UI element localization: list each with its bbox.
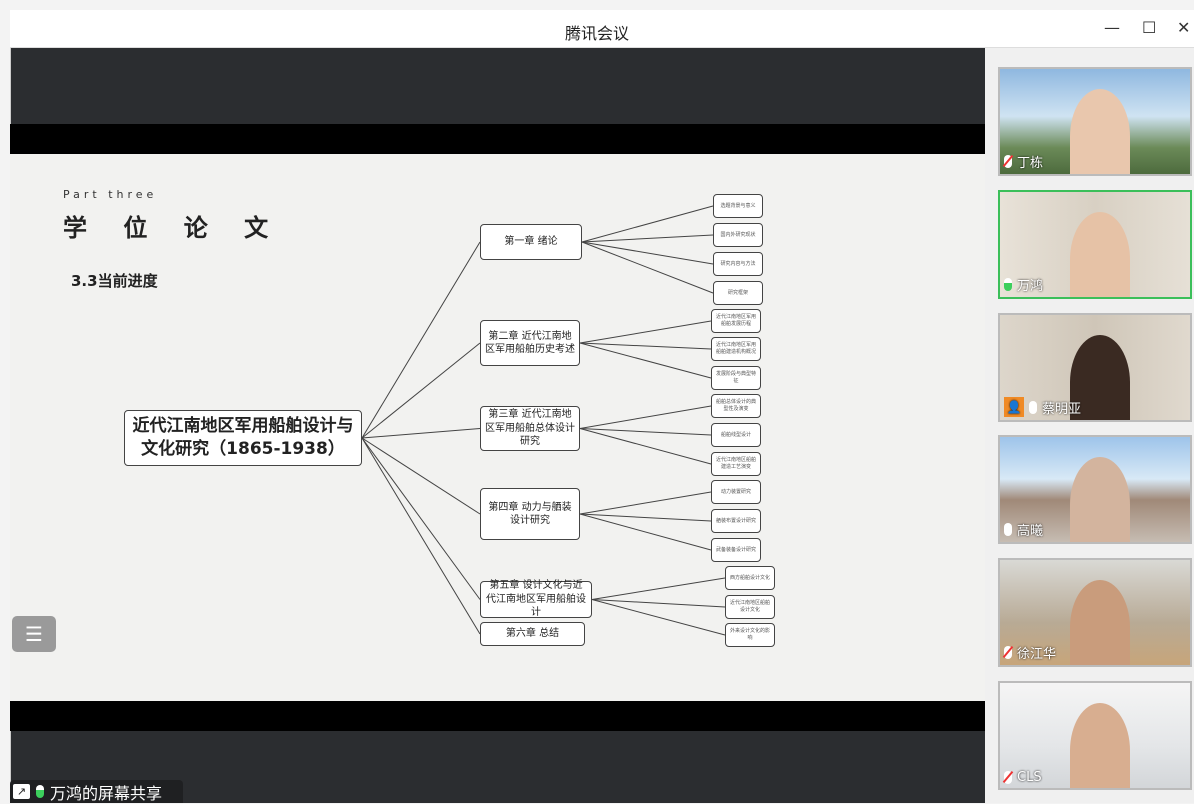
participant-label: 👤 蔡明亚 [1004,397,1081,417]
participant-name: 徐江华 [1017,647,1057,662]
slide-heading: 学 位 论 文 [63,214,283,242]
mindmap-chapter: 第一章 绪论 [480,224,582,260]
mindmap-leaf: 舾装布置设计研究 [711,509,761,533]
participant-tile[interactable]: 徐江华 [998,558,1192,667]
mindmap-leaf: 动力装置研究 [711,480,761,504]
mindmap-chapter: 第五章 设计文化与近代江南地区军用船舶设计 [480,580,592,618]
participant-tile[interactable]: CLS [998,681,1192,790]
letterbox-top [10,124,985,154]
microphone-icon [1004,523,1012,536]
close-icon[interactable]: ✕ [1177,18,1191,37]
list-icon[interactable]: ☰ [12,616,56,652]
mic-muted-icon [1004,646,1012,659]
mindmap-leaf: 船舶线型设计 [711,423,761,447]
participant-name: 蔡明亚 [1042,401,1082,417]
participant-tile[interactable]: 丁栋 [998,67,1192,176]
mindmap-leaf: 近代江南地区军用船舶建造机构概况 [711,337,761,361]
letterbox-bottom [10,701,985,731]
mindmap-leaf: 近代江南地区船舶设计文化 [725,595,775,619]
participant-label: CLS [1004,770,1042,785]
mindmap-chapter: 第六章 总结 [480,622,585,646]
title-bar [10,10,1194,48]
mic-muted-icon [1004,771,1012,784]
participant-label: 高曦 [1004,520,1043,539]
participant-tile[interactable]: 👤 蔡明亚 [998,313,1192,422]
slide-part-label: Part three [63,188,158,201]
mindmap-leaf: 国内外研究现状 [713,223,763,247]
mic-muted-icon [1004,155,1012,168]
participant-video [1070,703,1130,788]
participant-name: CLS [1017,770,1042,785]
screen-share-bar[interactable]: ↗ 万鸿的屏幕共享 [10,780,183,803]
mindmap-leaf: 西方船舶设计文化 [725,566,775,590]
window-title: 腾讯会议 [564,24,629,43]
slide-subheading: 3.3当前进度 [71,272,158,290]
participant-label: 徐江华 [1004,643,1056,662]
avatar-icon: 👤 [1004,397,1024,417]
mindmap-leaf: 发展阶段与典型特征 [711,366,761,390]
participant-tile[interactable]: 高曦 [998,435,1192,544]
participant-video [1070,457,1130,542]
mindmap-leaf: 近代江南地区军用船舶发展历程 [711,309,761,333]
microphone-icon [36,785,44,798]
mindmap-leaf: 研究框架 [713,281,763,305]
mindmap-chapter: 第四章 动力与舾装设计研究 [480,488,580,540]
participant-video [1070,580,1130,665]
maximize-icon[interactable]: ☐ [1142,18,1157,37]
mindmap-chapter: 第二章 近代江南地区军用船舶历史考述 [480,320,580,366]
mindmap-leaf: 研究内容与方法 [713,252,763,276]
minimize-icon[interactable]: — [1104,18,1120,37]
participant-video [1070,335,1130,420]
mindmap-root: 近代江南地区军用船舶设计与文化研究（1865-1938） [124,410,362,466]
participant-video [1070,212,1130,297]
participant-video [1070,89,1130,174]
mindmap-leaf: 近代江南地区船舶建造工艺演变 [711,452,761,476]
participant-name: 万鸿 [1017,279,1044,294]
participant-label: 丁栋 [1004,152,1043,171]
microphone-icon [1029,400,1037,414]
participant-label: 万鸿 [1004,275,1043,294]
mindmap-leaf: 船舶总体设计的典型性及演变 [711,394,761,418]
participant-tile[interactable]: 万鸿 [998,190,1192,299]
mindmap-leaf: 武备装备设计研究 [711,538,761,562]
mindmap-leaf: 外来设计文化的影响 [725,623,775,647]
share-label: 万鸿的屏幕共享 [50,783,163,803]
participant-name: 丁栋 [1017,156,1044,171]
screen-share-icon: ↗ [13,784,30,799]
microphone-icon [1004,278,1012,291]
mindmap-leaf: 选题背景与意义 [713,194,763,218]
mindmap-chapter: 第三章 近代江南地区军用船舶总体设计研究 [480,406,580,451]
participant-name: 高曦 [1017,524,1044,539]
